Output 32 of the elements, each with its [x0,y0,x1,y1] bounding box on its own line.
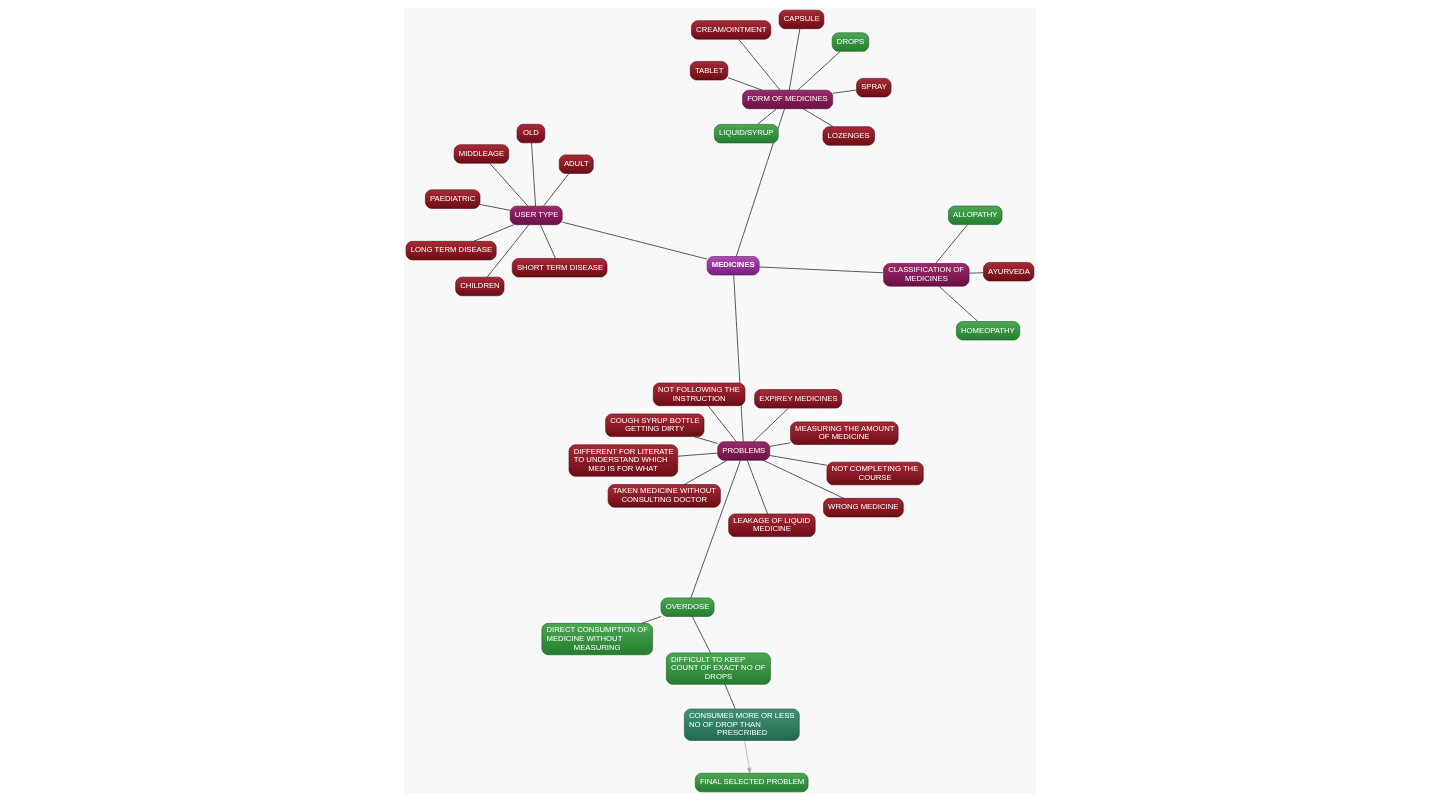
connector [968,272,984,274]
connector [727,77,763,91]
arrow [744,740,752,774]
connector [769,455,828,466]
connector [738,38,781,91]
connector [757,108,777,125]
connector [735,108,785,257]
connector [690,459,741,599]
connector [479,204,511,211]
connector [691,616,711,654]
connector [707,405,737,443]
connector [539,224,556,259]
connector [531,142,537,207]
connector [489,162,529,207]
connector [724,683,736,710]
connector [683,459,728,485]
connector [486,224,530,278]
connector [641,616,662,624]
connector [543,173,570,207]
connector [788,28,801,91]
connector [832,89,857,94]
connector [802,108,834,128]
connector [769,442,791,447]
connector [938,285,979,322]
connector [753,407,789,443]
connector [677,452,719,457]
connector [561,221,708,260]
connector [797,50,841,91]
connector [746,459,768,515]
connector [758,266,884,274]
connector [473,224,515,242]
connector [935,224,969,264]
